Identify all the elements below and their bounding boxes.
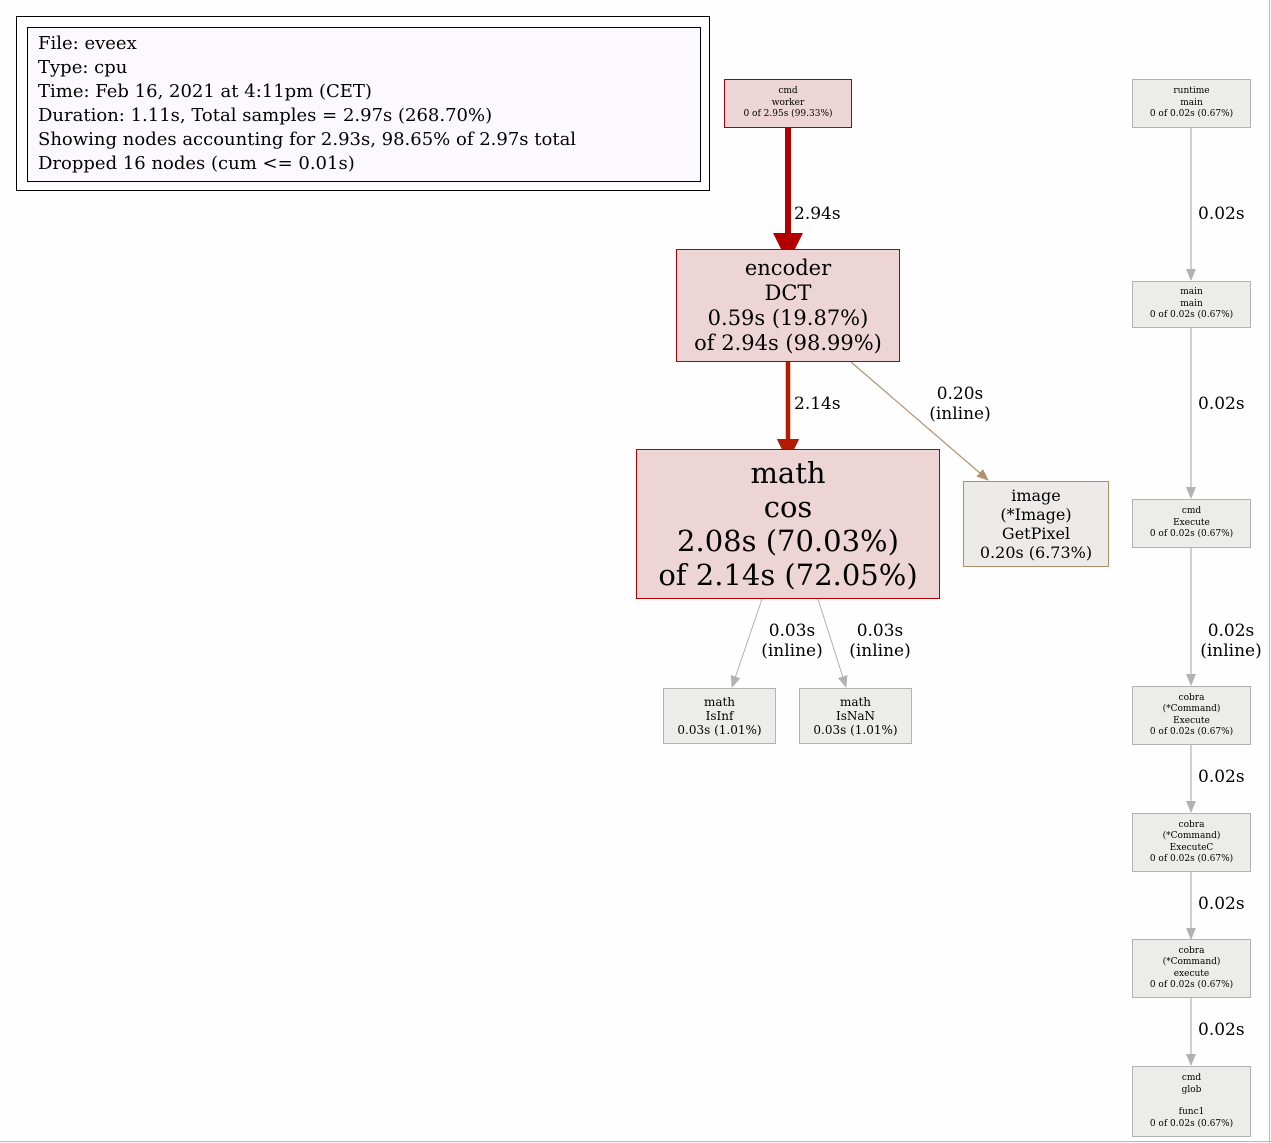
legend: File: eveex Type: cpu Time: Feb 16, 2021… — [27, 27, 701, 182]
legend-duration: Duration: 1.11s, Total samples = 2.97s (… — [38, 105, 493, 126]
edge-label-worker-to-dct: 2.94s — [794, 204, 841, 224]
node-cmd-glob-func1[interactable]: cmd glob func1 0 of 0.02s (0.67%) — [1132, 1066, 1251, 1137]
legend-type: Type: cpu — [38, 57, 128, 78]
legend-file: File: eveex — [38, 33, 137, 54]
node-cmd-execute[interactable]: cmd Execute 0 of 0.02s (0.67%) — [1132, 499, 1251, 548]
node-main-main[interactable]: main main 0 of 0.02s (0.67%) — [1132, 281, 1251, 328]
edge-label-cos-to-isinf: 0.03s (inline) — [761, 621, 823, 661]
node-runtime-main[interactable]: runtime main 0 of 0.02s (0.67%) — [1132, 79, 1251, 128]
node-math-isinf[interactable]: math IsInf 0.03s (1.01%) — [663, 688, 776, 744]
edge-label-execute-to-glob: 0.02s — [1198, 1020, 1245, 1040]
legend-dropped: Dropped 16 nodes (cum <= 0.01s) — [38, 153, 355, 174]
page-border-bottom — [0, 1141, 1271, 1142]
legend-time: Time: Feb 16, 2021 at 4:11pm (CET) — [38, 81, 372, 102]
edge-label-dct-to-cos: 2.14s — [794, 394, 841, 414]
edge-label-cmd-to-cobra: 0.02s (inline) — [1200, 621, 1262, 661]
edge-label-runtime-to-main: 0.02s — [1198, 204, 1245, 224]
edge-label-dct-to-getpixel: 0.20s (inline) — [929, 384, 991, 424]
edge-label-cos-to-isnan: 0.03s (inline) — [849, 621, 911, 661]
edge-label-executec-to-execute: 0.02s — [1198, 894, 1245, 914]
page-border-right — [1269, 0, 1270, 1143]
node-math-cos[interactable]: math cos 2.08s (70.03%) of 2.14s (72.05%… — [636, 449, 940, 599]
node-cobra-execute[interactable]: cobra (*Command) Execute 0 of 0.02s (0.6… — [1132, 686, 1251, 745]
node-image-getpixel[interactable]: image (*Image) GetPixel 0.20s (6.73%) — [963, 481, 1109, 567]
node-cmd-worker[interactable]: cmd worker 0 of 2.95s (99.33%) — [724, 79, 852, 128]
edge-label-cobra-to-executec: 0.02s — [1198, 767, 1245, 787]
edge-dct-to-getpixel — [850, 361, 989, 481]
node-math-isnan[interactable]: math IsNaN 0.03s (1.01%) — [799, 688, 912, 744]
node-cobra-executec[interactable]: cobra (*Command) ExecuteC 0 of 0.02s (0.… — [1132, 813, 1251, 872]
legend-showing: Showing nodes accounting for 2.93s, 98.6… — [38, 129, 577, 150]
edge-label-main-to-cmd: 0.02s — [1198, 394, 1245, 414]
edge-cos-to-isinf — [730, 598, 763, 688]
node-cobra-execute-lower[interactable]: cobra (*Command) execute 0 of 0.02s (0.6… — [1132, 939, 1251, 998]
edge-cos-to-isnan — [817, 598, 848, 688]
node-encoder-dct[interactable]: encoder DCT 0.59s (19.87%) of 2.94s (98.… — [676, 249, 900, 362]
